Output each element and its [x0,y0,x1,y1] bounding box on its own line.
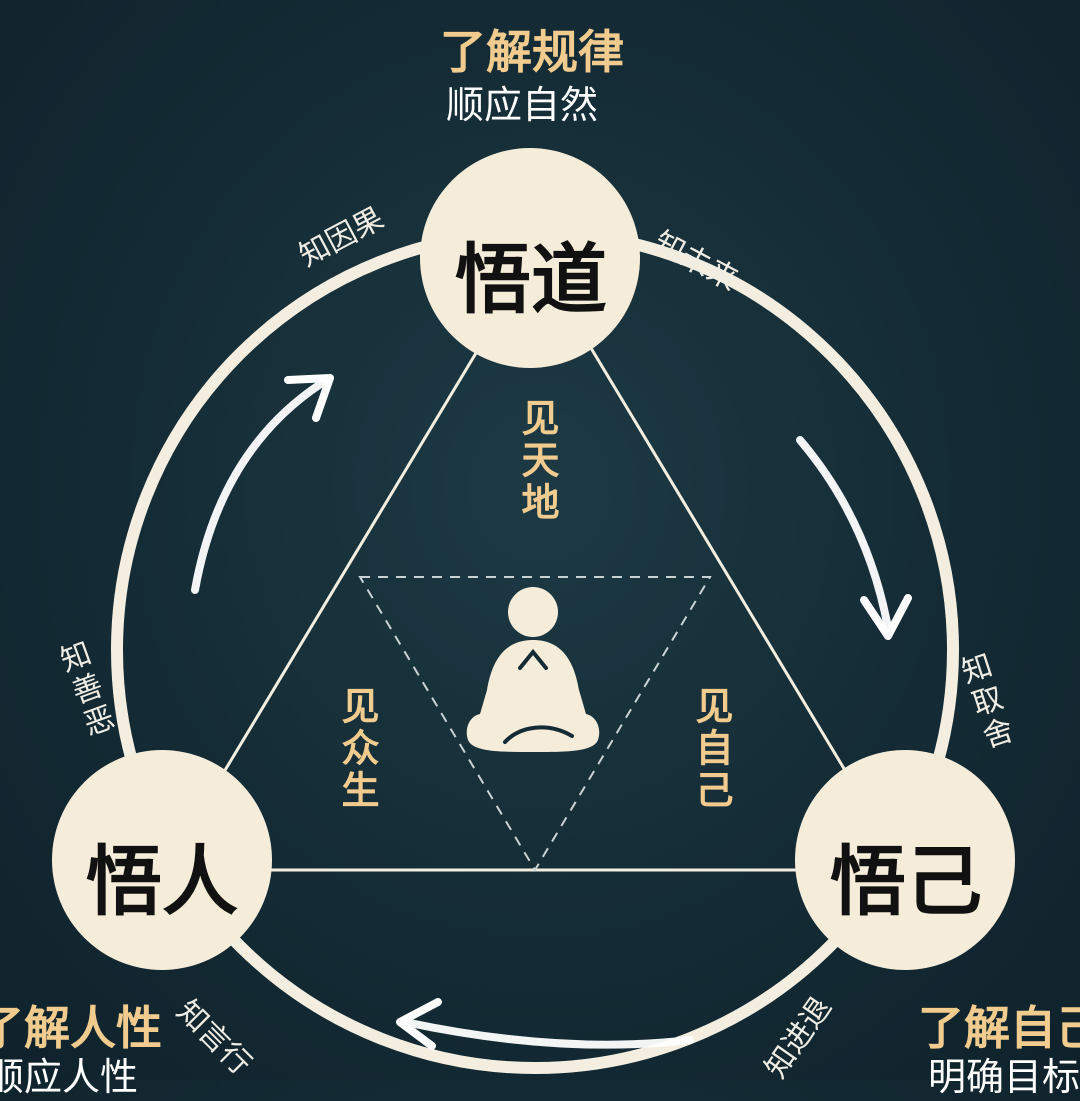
inner-label-top: 见天地 [515,398,559,524]
bottom-right-subtitle: 明确目标 [928,1055,1080,1099]
node-label-top: 悟道 [455,235,607,324]
arrow-bottom-left-head [396,998,442,1050]
bottom-left-title: 了解人性 [0,1001,162,1055]
bottom-left-subtitle: 顺应人性 [0,1055,139,1099]
arrow-left-up-head [284,374,334,422]
inner-label-right: 见自己 [689,686,733,812]
node-circle-right [795,750,1015,970]
arrow-right-down [796,436,892,632]
node-circle-left [52,750,272,970]
node-label-right: 悟己 [830,837,982,926]
bottom-right-title: 了解自己 [918,1001,1080,1055]
node-label-left: 悟人 [86,837,238,926]
inner-label-left: 见众生 [335,686,379,812]
node-circle-top [420,148,640,368]
arrow-bottom-left [401,1018,694,1049]
top-title: 了解规律 [440,25,624,79]
top-subtitle: 顺应自然 [446,83,599,127]
meditating-figure-icon [466,587,600,752]
arrow-right-down-head [860,594,912,640]
arrow-left-up [191,379,326,594]
